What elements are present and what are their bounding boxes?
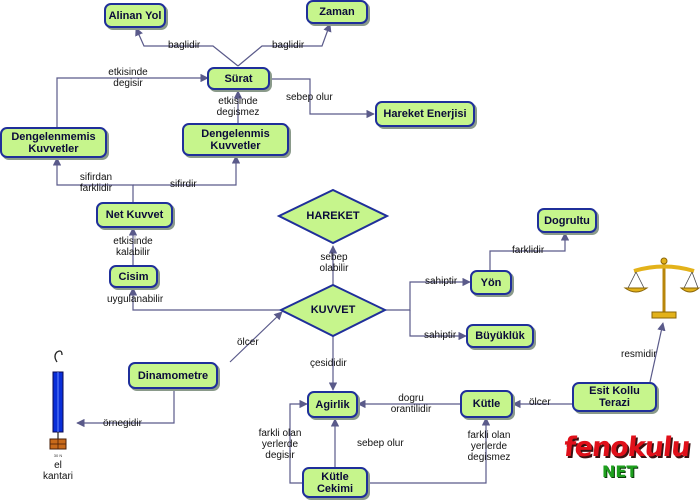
edge-yon-dogrultu — [489, 232, 570, 270]
edge-dengelenmemis-surat — [56, 73, 209, 128]
edge-surat-hareketenerjisi — [270, 78, 375, 119]
label-etkisinde-degismez: etkisinde degismez — [216, 96, 260, 118]
edge-terazi-resim — [649, 322, 666, 383]
node-esit-kollu-terazi[interactable]: Esit Kollu Terazi — [572, 382, 657, 412]
label-farklidir: farklidir — [512, 245, 545, 256]
node-cisim[interactable]: Cisim — [109, 265, 158, 288]
hareket-diamond[interactable] — [276, 188, 390, 245]
edge-kuvvet-buyukluk — [409, 310, 467, 341]
edge-surat-zaman — [237, 23, 332, 67]
label-dogru-orantilidir: dogru orantilidir — [390, 393, 432, 415]
node-kutle-cekimi[interactable]: Kütle Cekimi — [302, 467, 368, 498]
label-farkli-olan-degismez: farkli olan yerlerde degismez — [467, 430, 511, 463]
label-olcer-terazi: ölcer — [529, 397, 551, 408]
node-dogrultu[interactable]: Dogrultu — [537, 208, 597, 233]
node-dengelenmemis-kuvvetler[interactable]: Dengelenmemis Kuvvetler — [0, 127, 107, 158]
spring-scale-mark: 30 N — [54, 453, 63, 458]
spring-scale-icon — [49, 350, 67, 450]
edge-dinamometre-elkantari — [76, 389, 175, 428]
node-hareket[interactable]: HAREKET — [306, 210, 360, 222]
label-sifirdir: sifirdir — [170, 179, 197, 190]
fenokulu-logo: fenokulu NET — [562, 432, 692, 490]
label-olcer-dinamometre: ölcer — [237, 337, 259, 348]
node-buyukluk[interactable]: Büyüklük — [466, 324, 534, 348]
label-farkli-olan-degisir: farkli olan yerlerde degisir — [258, 428, 302, 461]
label-baglidir-left: baglidir — [168, 40, 201, 51]
label-sahiptir-2: sahiptir — [424, 330, 457, 341]
label-sebep-olur-top: sebep olur — [286, 92, 333, 103]
label-ornegidir: örnegidir — [103, 418, 142, 429]
label-el-kantari: el kantari — [42, 460, 73, 482]
label-etkisinde-kalabilir: etkisinde kalabilir — [113, 236, 153, 258]
label-etkisinde-degisir: etkisinde degisir — [108, 67, 148, 89]
node-kuvvet[interactable]: KUVVET — [310, 304, 356, 316]
balance-icon — [623, 257, 700, 319]
edge-kutlecekimi-kutle — [368, 417, 491, 484]
edge-surat-alinanyol — [135, 27, 239, 67]
label-cesididir: çesididir — [310, 358, 347, 369]
node-agirlik[interactable]: Agirlik — [307, 391, 358, 418]
edge-kuvvet-cisim — [128, 287, 282, 311]
logo-net-text: NET — [602, 462, 638, 481]
label-resmidir: resmidir — [621, 349, 657, 360]
edge-netkuvvet-dengelenmis — [133, 155, 241, 186]
edge-kuvvet-yon — [384, 277, 471, 311]
node-dinamometre[interactable]: Dinamometre — [128, 362, 218, 389]
node-yon[interactable]: Yön — [470, 270, 512, 295]
label-sifirdan-farklidir: sifirdan farklidir — [79, 172, 113, 194]
node-alinan-yol[interactable]: Alinan Yol — [104, 3, 166, 28]
label-sebep-olur-bottom: sebep olur — [357, 438, 404, 449]
kuvvet-diamond[interactable] — [278, 283, 388, 338]
logo-main-text: fenokulu — [562, 432, 692, 463]
edge-kutlecekimi-agirlik-left — [289, 399, 308, 484]
node-surat[interactable]: Sürat — [207, 67, 270, 90]
label-sahiptir-1: sahiptir — [425, 276, 458, 287]
node-zaman[interactable]: Zaman — [306, 0, 368, 24]
label-baglidir-right: baglidir — [272, 40, 305, 51]
node-hareket-enerjisi[interactable]: Hareket Enerjisi — [375, 101, 475, 127]
node-dengelenmis-kuvvetler[interactable]: Dengelenmis Kuvvetler — [182, 123, 289, 156]
label-uygulanabilir: uygulanabilir — [107, 294, 164, 305]
node-net-kuvvet[interactable]: Net Kuvvet — [96, 202, 173, 228]
label-sebep-olabilir: sebep olabilir — [319, 252, 349, 274]
edge-netkuvvet-dengelenmemis — [52, 157, 134, 202]
node-kutle[interactable]: Kütle — [460, 390, 513, 418]
edge-dinamometre-kuvvet — [229, 311, 283, 363]
